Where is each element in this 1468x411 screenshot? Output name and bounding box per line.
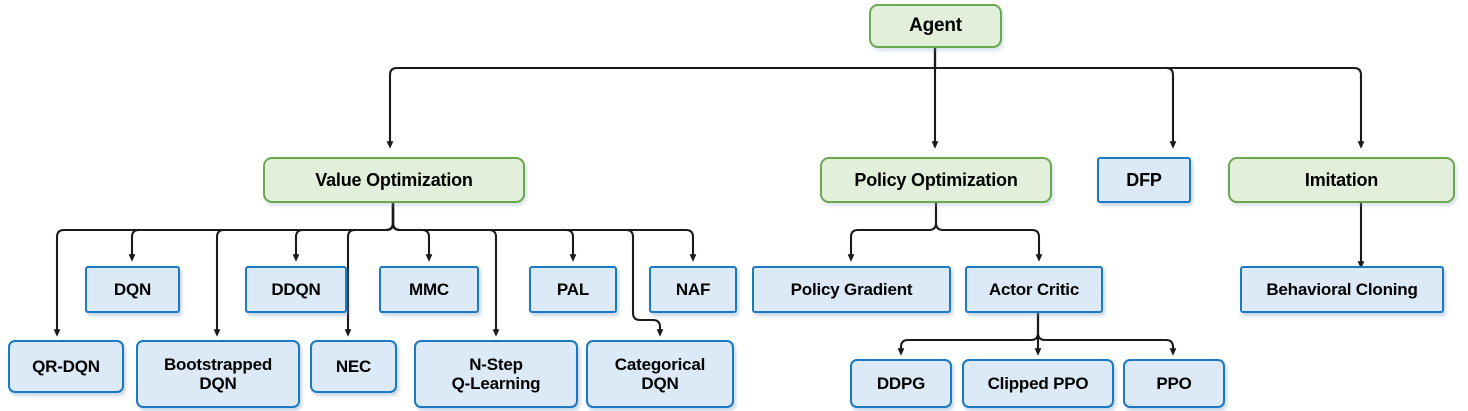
edge-vo-ddqn <box>292 203 395 262</box>
node-mmc-label: MMC <box>409 279 449 299</box>
node-behavioral-cloning[interactable]: Behavioral Cloning <box>1240 266 1444 313</box>
node-agent-label: Agent <box>909 15 962 37</box>
node-dfp[interactable]: DFP <box>1097 157 1191 203</box>
node-actor-critic-label: Actor Critic <box>988 279 1080 299</box>
node-behavioral-cloning-label: Behavioral Cloning <box>1266 279 1418 299</box>
node-ddpg[interactable]: DDPG <box>850 359 952 408</box>
edge-vo-naf <box>391 203 697 262</box>
edge-agent-imitation <box>933 48 1365 149</box>
edge-agent-value-optimization <box>386 48 937 149</box>
node-imitation[interactable]: Imitation <box>1228 157 1455 203</box>
node-value-optimization-label: Value Optimization <box>315 169 473 190</box>
node-dqn-label: DQN <box>113 279 152 299</box>
node-qr-dqn-label: QR-DQN <box>32 356 100 376</box>
node-imitation-label: Imitation <box>1304 169 1379 190</box>
edge-agent-dfp <box>933 48 1177 149</box>
node-bootstrapped-dqn[interactable]: Bootstrapped DQN <box>136 340 300 408</box>
node-policy-gradient-label: Policy Gradient <box>790 279 913 299</box>
edge-ac-ddpg <box>897 313 1040 356</box>
edge-vo-mmc <box>391 203 433 262</box>
edge-po-policy-gradient <box>847 203 938 262</box>
node-ppo[interactable]: PPO <box>1123 359 1225 408</box>
node-categorical-dqn[interactable]: Categorical DQN <box>586 340 734 408</box>
node-n-step-q-learning-label: N-Step Q-Learning <box>451 354 541 393</box>
edge-ac-ppo <box>1036 313 1177 356</box>
edge-po-actor-critic <box>934 203 1043 262</box>
node-categorical-dqn-label: Categorical DQN <box>614 354 706 393</box>
node-actor-critic[interactable]: Actor Critic <box>965 266 1103 313</box>
node-nec[interactable]: NEC <box>310 340 397 393</box>
node-pal[interactable]: PAL <box>529 266 617 313</box>
node-ddqn[interactable]: DDQN <box>245 266 347 313</box>
node-dqn[interactable]: DQN <box>85 266 180 313</box>
node-ddpg-label: DDPG <box>876 373 926 393</box>
node-n-step-q-learning[interactable]: N-Step Q-Learning <box>414 340 578 408</box>
node-policy-optimization-label: Policy Optimization <box>854 169 1018 190</box>
node-naf-label: NAF <box>675 279 711 299</box>
node-mmc[interactable]: MMC <box>379 266 479 313</box>
node-dfp-label: DFP <box>1126 169 1162 190</box>
node-value-optimization[interactable]: Value Optimization <box>263 157 525 203</box>
node-nec-label: NEC <box>335 356 372 376</box>
edge-vo-dqn <box>128 203 395 262</box>
node-naf[interactable]: NAF <box>649 266 737 313</box>
node-policy-gradient[interactable]: Policy Gradient <box>752 266 951 313</box>
node-qr-dqn[interactable]: QR-DQN <box>8 340 124 393</box>
node-agent[interactable]: Agent <box>869 4 1002 48</box>
edge-vo-pal <box>391 203 577 262</box>
node-clipped-ppo[interactable]: Clipped PPO <box>962 359 1114 408</box>
node-clipped-ppo-label: Clipped PPO <box>987 373 1089 393</box>
node-ppo-label: PPO <box>1156 373 1192 393</box>
node-pal-label: PAL <box>556 279 590 299</box>
node-ddqn-label: DDQN <box>271 279 321 299</box>
node-bootstrapped-dqn-label: Bootstrapped DQN <box>163 354 273 393</box>
node-policy-optimization[interactable]: Policy Optimization <box>820 157 1052 203</box>
